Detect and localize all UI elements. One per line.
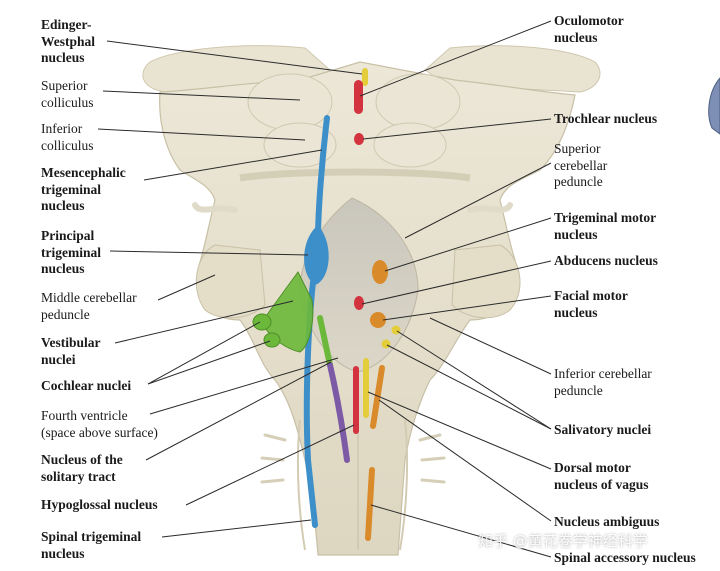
- label-superior-cerebellar-peduncle: Superior cerebellar peduncle: [554, 141, 608, 189]
- leader-middle-cerebellar: [157, 274, 216, 301]
- leader-spinal-trigeminal: [161, 519, 312, 538]
- leader-cochlear-b: [147, 340, 271, 385]
- leader-trigeminal-motor: [384, 217, 552, 272]
- cochlear-nucleus-dorsal: [252, 313, 272, 331]
- leader-salivatory-b: [386, 344, 552, 430]
- principal-trigeminal-nucleus: [304, 225, 329, 285]
- label-mesencephalic-trigeminal: Mesencephalic trigeminal nucleus: [41, 165, 126, 213]
- label-solitary-tract: Nucleus of the solitary tract: [41, 452, 123, 484]
- leader-oculomotor: [359, 20, 552, 97]
- leader-abducens: [361, 260, 552, 305]
- label-trigeminal-motor: Trigeminal motor nucleus: [554, 210, 657, 242]
- spinal-accessory-nucleus: [365, 467, 375, 541]
- leader-ambiguus: [378, 399, 552, 522]
- leader-dorsal-motor-vagus: [367, 391, 552, 470]
- vestibular-nuclei: [261, 271, 314, 353]
- edinger-westphal-nucleus: [362, 68, 368, 86]
- leader-trochlear: [362, 118, 552, 140]
- edge-fragment: [708, 77, 720, 135]
- watermark: 知乎 @黄花卷学神经科学: [478, 532, 648, 550]
- facial-motor-nucleus: [370, 312, 386, 328]
- leader-mesencephalic-trigeminal: [143, 149, 323, 181]
- label-trochlear: Trochlear nucleus: [554, 111, 658, 126]
- transverse-band: [239, 168, 471, 182]
- label-oculomotor: Oculomotor nucleus: [554, 13, 624, 45]
- label-cochlear-nuclei: Cochlear nuclei: [41, 378, 132, 393]
- leader-superior-colliculus: [102, 90, 301, 101]
- label-spinal-accessory: Spinal accessory nucleus: [554, 550, 696, 565]
- label-fourth-ventricle: Fourth ventricle (space above surface): [41, 408, 158, 440]
- label-dorsal-motor-vagus: Dorsal motor nucleus of vagus: [554, 460, 649, 492]
- label-vestibular-nuclei: Vestibular nuclei: [41, 335, 101, 367]
- cochlear-nucleus-ventral: [263, 332, 281, 348]
- middle-cerebellar-peduncle-right: [451, 244, 521, 319]
- rootlets-right: [418, 433, 446, 484]
- trochlear-nerve-left: [192, 202, 238, 213]
- medulla-ridge-left: [296, 419, 306, 551]
- label-facial-motor: Facial motor nucleus: [554, 288, 628, 320]
- superior-colliculus-right: [375, 73, 461, 131]
- trigeminal-motor-nucleus: [372, 260, 388, 284]
- abducens-nucleus: [354, 296, 364, 310]
- rootlets-left: [260, 433, 287, 484]
- label-spinal-trigeminal: Spinal trigeminal nucleus: [41, 529, 142, 561]
- leader-inferior-colliculus: [97, 128, 306, 141]
- leader-principal-trigeminal: [109, 250, 309, 256]
- trochlear-nerve-right: [467, 202, 513, 213]
- oculomotor-nucleus: [354, 80, 363, 114]
- leader-facial-motor: [382, 295, 552, 321]
- dorsal-motor-nucleus-of-vagus: [363, 358, 369, 418]
- trochlear-nucleus: [354, 133, 364, 145]
- label-edinger-westphal: Edinger- Westphal nucleus: [41, 17, 96, 65]
- middle-cerebellar-peduncle-left: [195, 244, 266, 319]
- leader-inferior-cerebellar: [429, 317, 552, 375]
- label-abducens: Abducens nucleus: [554, 253, 658, 268]
- label-inferior-cerebellar-peduncle: Inferior cerebellar peduncle: [554, 366, 652, 398]
- solitary-tract-nucleus-lower: [327, 362, 350, 463]
- leader-salivatory-a: [396, 330, 552, 430]
- leader-fourth-ventricle: [149, 357, 339, 415]
- leader-hypoglossal: [185, 424, 355, 506]
- brainstem-body: [142, 45, 601, 556]
- medulla-ridge-right: [399, 419, 409, 551]
- label-ambiguus: Nucleus ambiguus: [554, 514, 660, 529]
- leader-edinger-westphal: [106, 40, 363, 75]
- label-superior-colliculus: Superior colliculus: [41, 78, 94, 110]
- leader-vestibular: [114, 300, 294, 344]
- superior-colliculus-left: [247, 73, 333, 131]
- inferior-colliculus-left: [263, 122, 337, 168]
- nuclei: [252, 68, 401, 541]
- salivatory-nucleus-superior: [391, 325, 401, 335]
- solitary-tract-nucleus-upper: [317, 315, 333, 368]
- inferior-colliculus-right: [373, 122, 447, 168]
- hypoglossal-nucleus: [353, 366, 359, 434]
- label-principal-trigeminal: Principal trigeminal nucleus: [41, 228, 101, 276]
- nucleus-ambiguus: [370, 365, 385, 429]
- salivatory-nucleus-inferior: [381, 339, 391, 349]
- leader-cochlear-a: [147, 321, 261, 385]
- leader-lines: [97, 20, 552, 558]
- leader-spinal-accessory: [370, 504, 552, 558]
- label-middle-cerebellar-peduncle: Middle cerebellar peduncle: [41, 290, 137, 322]
- leader-superior-cerebellar: [404, 162, 552, 239]
- label-inferior-colliculus: Inferior colliculus: [41, 121, 94, 153]
- label-salivatory: Salivatory nuclei: [554, 422, 652, 437]
- leader-solitary-tract: [145, 361, 332, 461]
- label-hypoglossal: Hypoglossal nucleus: [41, 497, 158, 512]
